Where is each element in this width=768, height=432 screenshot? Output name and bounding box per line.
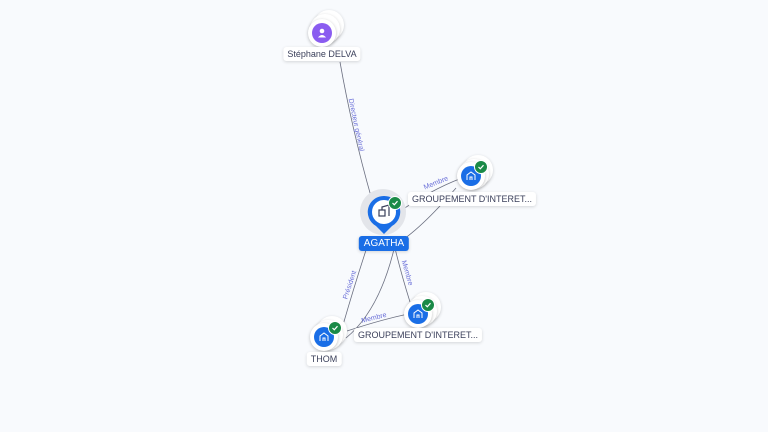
building-icon [378, 204, 390, 217]
person-icon [312, 23, 332, 43]
edge-president [342, 237, 371, 326]
edge-agatha-thom [345, 244, 396, 339]
verified-check-icon [474, 160, 488, 174]
edge-directeur [339, 61, 373, 201]
edge-membre-3 [346, 313, 409, 332]
node-label-center: AGATHA [358, 236, 410, 251]
node-label-group-2: GROUPEMENT D'INTERET... [353, 328, 483, 342]
node-label-group-1: GROUPEMENT D'INTERET... [407, 192, 537, 206]
node-label-thom: THOM [306, 352, 342, 366]
verified-check-icon [388, 196, 402, 210]
verified-check-icon [328, 321, 342, 335]
verified-check-icon [421, 298, 435, 312]
node-label-person: Stéphane DELVA [283, 47, 361, 61]
